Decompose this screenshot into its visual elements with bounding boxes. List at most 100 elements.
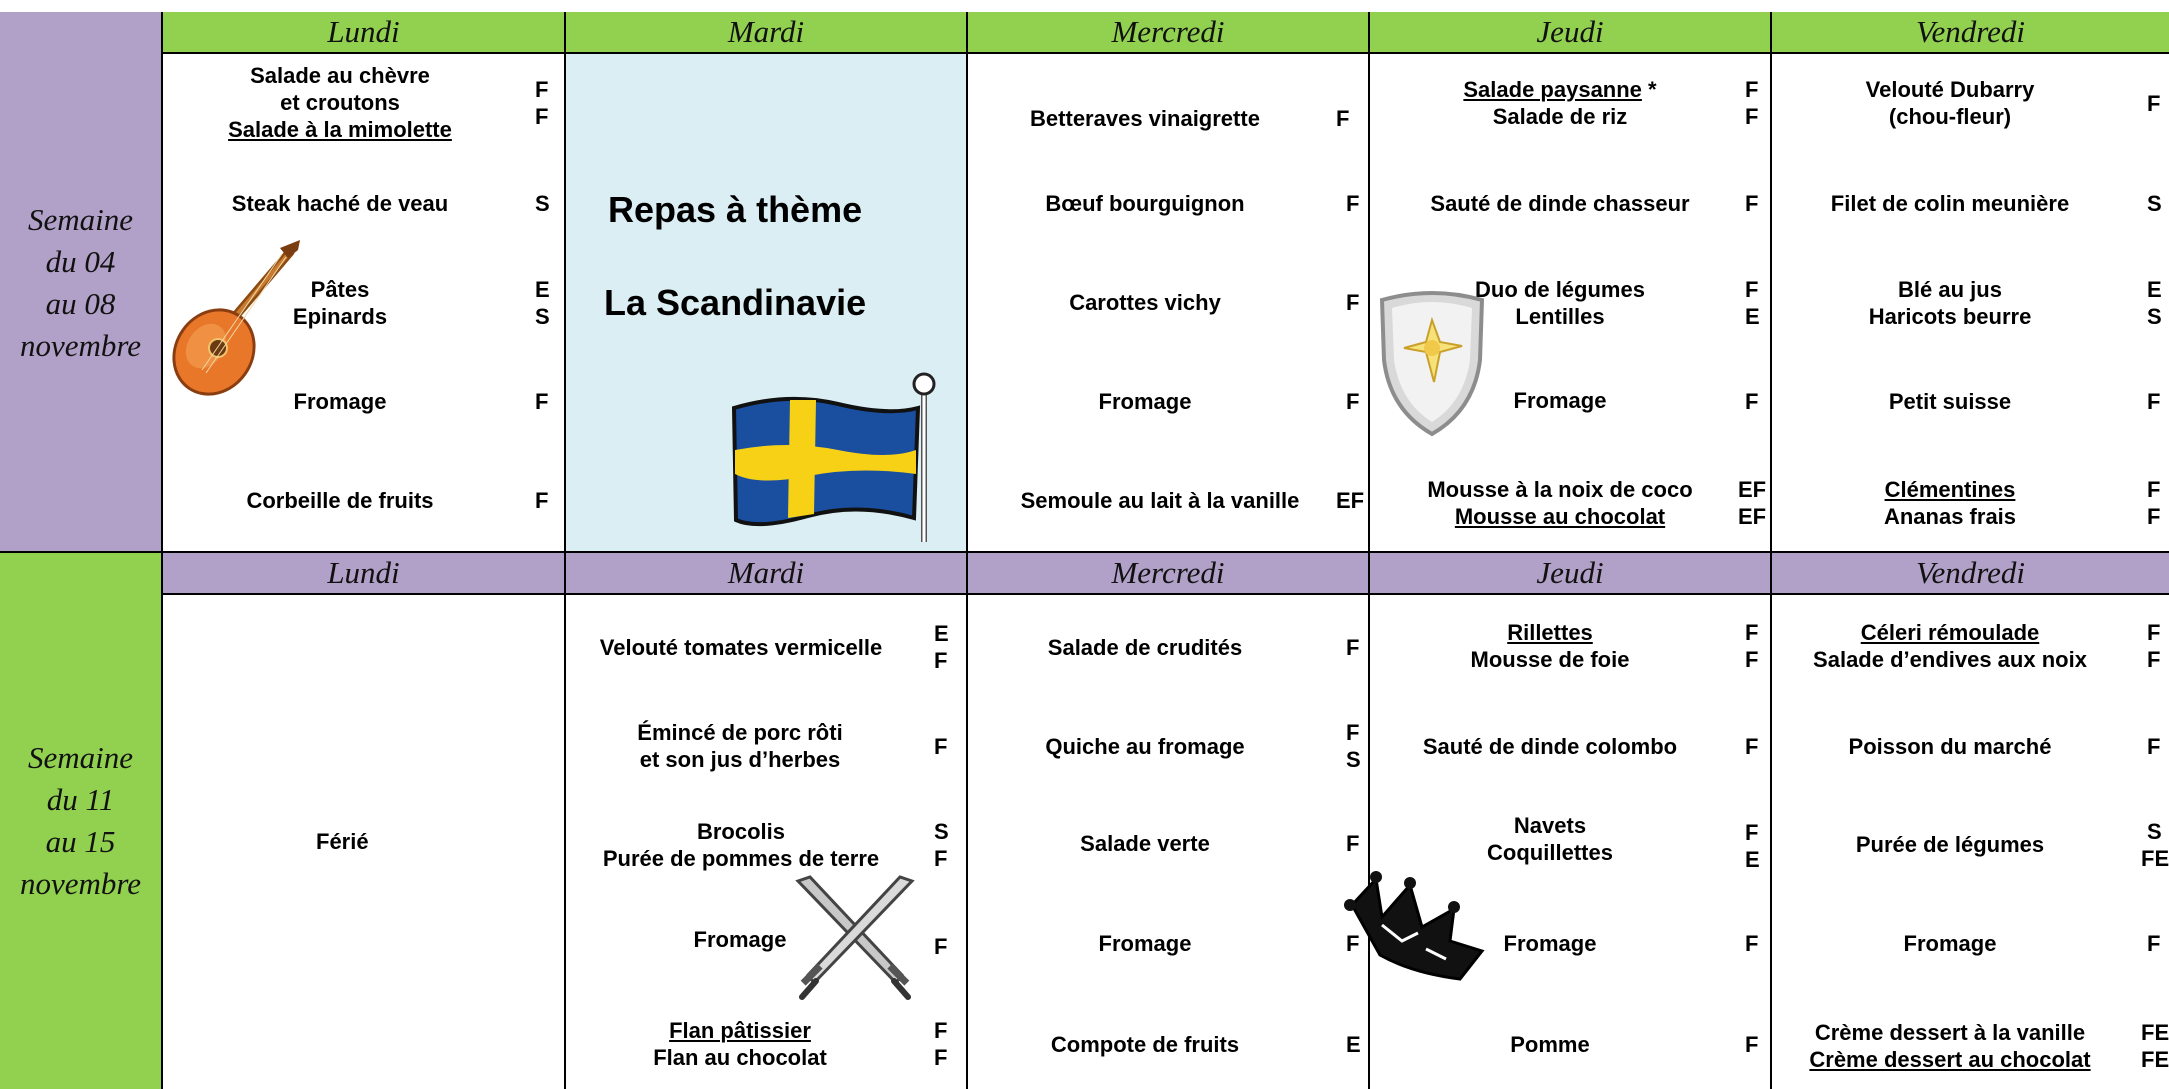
jeudi-entree: Rillettes Mousse de foie (1470, 620, 1630, 672)
crossed-swords-icon (795, 875, 915, 1000)
jeudi-plat-code: F (1745, 734, 1759, 759)
jeudi-fromage: Fromage (1503, 931, 1597, 956)
lundi-ferie: Férié (316, 829, 369, 854)
mercredi-legumes: Carottes vichy (1069, 290, 1221, 315)
theme-country: La Scandinavie (604, 282, 867, 323)
col-lundi (163, 595, 566, 1089)
lundi-plat-code: S (535, 191, 550, 216)
vendredi-dessert: Crème dessert à la vanille Crème dessert… (1809, 1020, 2091, 1072)
mercredi-entree: Salade de crudités (1047, 635, 1243, 660)
col-mardi (566, 595, 968, 1089)
vendredi-fromage: Fromage (1903, 931, 1997, 956)
day-header-mardi: Mardi (566, 12, 968, 52)
vendredi-plat-code: S (2147, 191, 2162, 216)
mercredi-fromage-code: F (1346, 389, 1360, 414)
mardi-entree-codes: E F (934, 621, 949, 673)
vendredi-fromage: Petit suisse (1888, 389, 2012, 414)
mercredi-plat: Bœuf bourguignon (1045, 191, 1245, 216)
vendredi-entree: Céleri rémoulade Salade d’endives aux no… (1813, 620, 2087, 672)
mercredi-entree-code: F (1346, 635, 1360, 660)
col-jeudi (1370, 595, 1772, 1089)
col-mercredi (968, 595, 1370, 1089)
mardi-legumes-codes: S F (934, 819, 949, 871)
vendredi-entree: Velouté Dubarry (chou-fleur) (1865, 77, 2035, 129)
mardi-entree: Velouté tomates vermicelle (599, 635, 883, 660)
mercredi-entree: Betteraves vinaigrette (1030, 106, 1260, 131)
jeudi-dessert-codes: EF EF (1738, 477, 1767, 529)
col-lundi (163, 54, 566, 553)
week-1-day-header: Lundi Mardi Mercredi Jeudi Vendredi (163, 12, 2169, 54)
vendredi-dessert-codes: F F (2147, 477, 2161, 529)
week-2: Semaine du 11 au 15 novembre Lundi Mardi… (0, 553, 2169, 1089)
jeudi-entree: Salade paysanne * Salade de riz (1463, 77, 1657, 129)
mardi-dessert-codes: F F (934, 1018, 948, 1070)
mercredi-dessert: Semoule au lait à la vanille (1020, 488, 1300, 513)
day-header-lundi: Lundi (163, 12, 566, 52)
mercredi-plat: Quiche au fromage (1045, 734, 1245, 759)
jeudi-legumes-codes: F E (1745, 820, 1760, 872)
day-header-vendredi: Vendredi (1915, 555, 2026, 590)
vendredi-fromage-code: F (2147, 389, 2161, 414)
vendredi-legumes-codes: S FE (2141, 819, 2169, 871)
week-1-label: Semaine du 04 au 08 novembre (0, 12, 163, 553)
day-header-lundi: Lundi (163, 553, 566, 593)
jeudi-fromage: Fromage (1513, 388, 1607, 413)
lundi-plat: Steak haché de veau (231, 191, 449, 216)
vendredi-entree-codes: F F (2147, 620, 2161, 672)
week-1: Semaine du 04 au 08 novembre Lundi Mardi… (0, 12, 2169, 553)
col-jeudi (1370, 54, 1772, 553)
mercredi-fromage: Fromage (1098, 931, 1192, 956)
crown-icon (1344, 871, 1485, 981)
mardi-fromage-code: F (934, 934, 948, 959)
lundi-dessert: Corbeille de fruits (246, 488, 434, 513)
vendredi-legumes-codes: E S (2147, 277, 2162, 329)
mardi-legumes: Brocolis Purée de pommes de terre (602, 819, 880, 871)
mercredi-dessert-code: EF (1336, 488, 1365, 513)
lundi-fromage: Fromage (293, 389, 387, 414)
lundi-entree: Salade au chèvre et croutons Salade à la… (228, 63, 452, 142)
jeudi-dessert: Pomme (1510, 1032, 1590, 1057)
jeudi-legumes: Navets Coquillettes (1487, 813, 1613, 865)
jeudi-fromage-code: F (1745, 931, 1759, 956)
jeudi-entree-codes: F F (1745, 620, 1759, 672)
day-header-jeudi: Jeudi (1370, 12, 1772, 52)
vendredi-plat: Filet de colin meunière (1830, 191, 2070, 216)
mercredi-plat-codes: F S (1346, 720, 1361, 772)
vendredi-legumes: Blé au jus Haricots beurre (1868, 277, 2032, 329)
day-header-jeudi: Jeudi (1370, 553, 1772, 593)
jeudi-dessert: Mousse à la noix de coco Mousse au choco… (1427, 477, 1693, 529)
jeudi-plat: Sauté de dinde colombo (1422, 734, 1678, 759)
jeudi-plat: Sauté de dinde chasseur (1430, 191, 1690, 216)
jeudi-dessert-code: F (1745, 1032, 1759, 1057)
jeudi-legumes-codes: F E (1745, 277, 1760, 329)
vendredi-entree-code: F (2147, 91, 2161, 116)
mercredi-dessert: Compote de fruits (1050, 1032, 1240, 1057)
col-mercredi (968, 54, 1370, 553)
day-header-mercredi: Mercredi (968, 12, 1370, 52)
day-header-vendredi: Vendredi (1915, 14, 2026, 49)
mercredi-fromage: Fromage (1098, 389, 1192, 414)
lundi-entree-codes: F F (535, 77, 549, 129)
vendredi-dessert: Clémentines Ananas frais (1883, 477, 2017, 529)
mercredi-legumes: Salade verte (1080, 831, 1210, 856)
jeudi-legumes: Duo de légumes Lentilles (1475, 277, 1645, 329)
shield-icon (1379, 291, 1485, 437)
mercredi-dessert-code: E (1346, 1032, 1361, 1057)
lundi-dessert-code: F (535, 488, 549, 513)
vendredi-legumes: Purée de légumes (1855, 832, 2045, 857)
jeudi-entree-codes: F F (1745, 77, 1759, 129)
mardi-fromage: Fromage (693, 927, 787, 952)
mardi-dessert: Flan pâtissier Flan au chocolat (653, 1018, 827, 1070)
week-divider (0, 551, 2169, 553)
mardi-plat-code: F (934, 734, 948, 759)
mercredi-legumes-code: F (1346, 290, 1360, 315)
lundi-legumes-codes: E S (535, 277, 550, 329)
jeudi-fromage-code: F (1745, 389, 1759, 414)
day-header-mardi: Mardi (566, 553, 968, 593)
day-header-mercredi: Mercredi (968, 553, 1370, 593)
mardi-plat: Émincé de porc rôti et son jus d’herbes (637, 720, 843, 772)
vendredi-plat: Poisson du marché (1848, 734, 2052, 759)
swedish-flag-icon (731, 372, 936, 542)
mercredi-plat-code: F (1346, 191, 1360, 216)
